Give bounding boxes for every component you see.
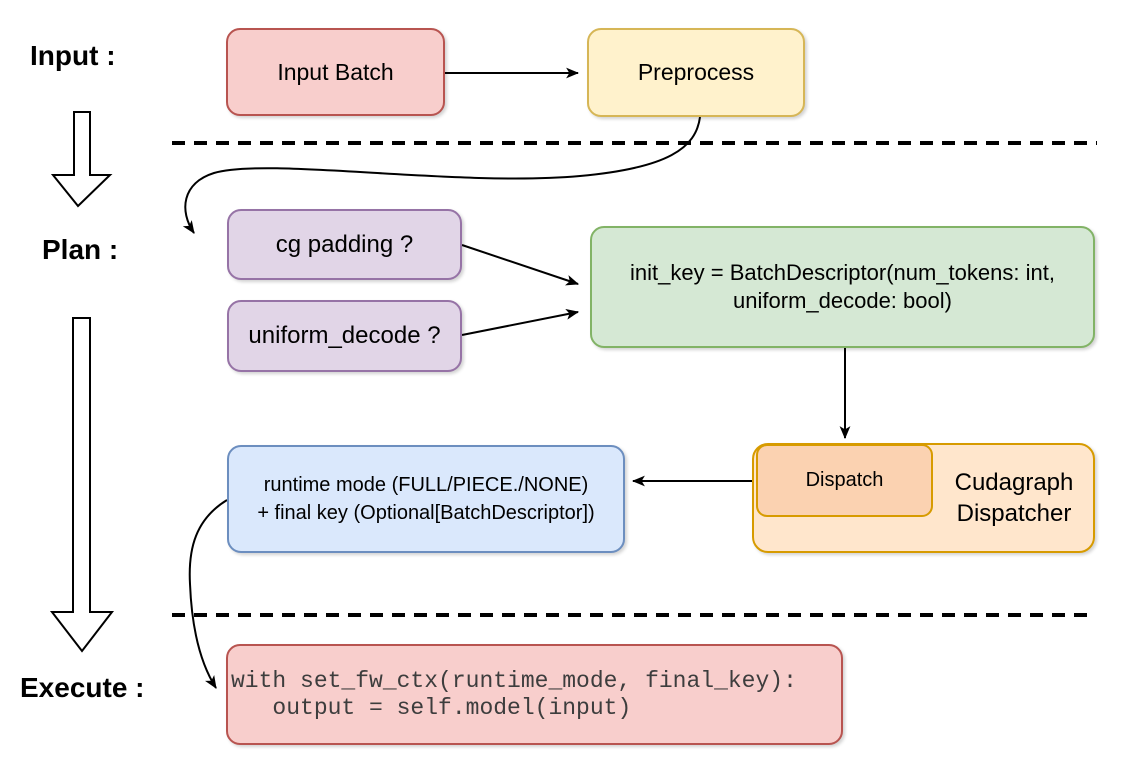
section-label-execute: Execute : xyxy=(20,672,145,703)
execute-code-line2: output = self.model(input) xyxy=(231,694,632,721)
node-runtime-mode-line2: + final key (Optional[BatchDescriptor]) xyxy=(257,502,595,524)
phase-arrow-input-to-plan xyxy=(50,111,113,208)
cudagraph-line1: Cudagraph xyxy=(954,469,1074,496)
node-init-key-line1: init_key = BatchDescriptor(num_tokens: i… xyxy=(630,260,1055,285)
arrow-cgpadding-to-initkey xyxy=(461,244,580,286)
node-dispatch: Dispatch xyxy=(756,444,933,517)
node-cg-padding: cg padding ? xyxy=(227,209,462,280)
node-init-key: init_key = BatchDescriptor(num_tokens: i… xyxy=(590,226,1095,348)
node-execute-code: with set_fw_ctx(runtime_mode, final_key)… xyxy=(226,644,843,745)
section-label-plan: Plan : xyxy=(42,234,119,265)
node-dispatch-label: Dispatch xyxy=(805,469,884,491)
node-input-batch-label: Input Batch xyxy=(277,58,394,85)
node-uniform-decode: uniform_decode ? xyxy=(227,300,462,372)
node-runtime-mode: runtime mode (FULL/PIECE./NONE) + final … xyxy=(227,445,625,553)
node-cudagraph-dispatcher-label: Cudagraph Dispatcher xyxy=(933,443,1095,553)
node-cg-padding-label: cg padding ? xyxy=(275,230,414,258)
node-preprocess-label: Preprocess xyxy=(637,59,755,86)
node-runtime-mode-line1: runtime mode (FULL/PIECE./NONE) xyxy=(263,474,589,496)
node-uniform-decode-label: uniform_decode ? xyxy=(248,322,441,349)
node-input-batch: Input Batch xyxy=(226,28,445,116)
arrow-runtimemode-to-code xyxy=(188,499,228,689)
section-label-input: Input : xyxy=(30,40,116,71)
phase-arrow-plan-to-execute xyxy=(49,317,115,653)
execute-code-line1: with set_fw_ctx(runtime_mode, final_key)… xyxy=(231,667,797,694)
node-preprocess: Preprocess xyxy=(587,28,805,117)
cudagraph-line2: Dispatcher xyxy=(956,500,1072,527)
arrow-uniformdecode-to-initkey xyxy=(461,309,580,336)
node-init-key-line2: uniform_decode: bool) xyxy=(733,288,952,313)
